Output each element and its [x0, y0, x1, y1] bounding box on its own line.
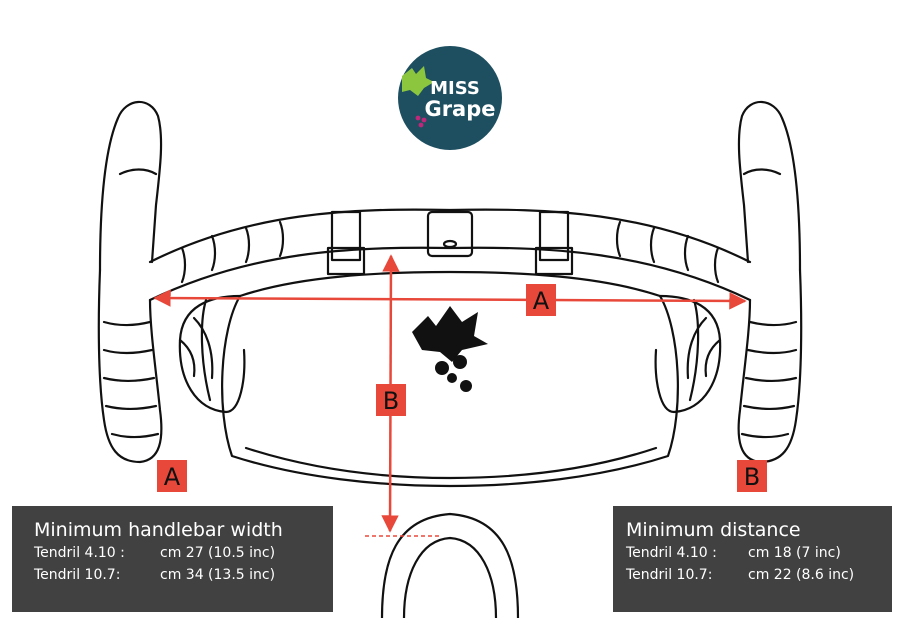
- grape-dot-icon: [421, 117, 427, 123]
- spec-value: cm 27 (10.5 inc): [160, 545, 276, 561]
- leaf-icon: [402, 66, 434, 96]
- tag-a-arrow: A: [526, 284, 556, 316]
- spec-value: cm 22 (8.6 inc): [748, 567, 855, 583]
- minimum-distance-callout: Minimum distance Tendril 4.10 : cm 18 (7 …: [613, 506, 892, 612]
- logo-text-line1: MISS: [430, 78, 480, 99]
- tag-a-bottom: A: [157, 460, 187, 492]
- grape-leaf-emblem: [412, 306, 488, 392]
- missgrape-logo: MISS Grape: [398, 46, 502, 150]
- grape-dot-icon: [418, 122, 424, 128]
- spec-row: Tendril 10.7: cm 34 (13.5 inc): [34, 564, 333, 586]
- spec-row: Tendril 4.10 : cm 27 (10.5 inc): [34, 542, 333, 564]
- spec-value: cm 18 (7 inc): [748, 545, 841, 561]
- spec-model: Tendril 4.10 :: [34, 545, 125, 561]
- handlebar-illustration: [97, 100, 803, 618]
- tag-a-arrow-label: A: [533, 287, 550, 315]
- spec-model: Tendril 4.10 :: [626, 545, 717, 561]
- spec-row: Tendril 4.10 : cm 18 (7 inc): [626, 542, 892, 564]
- callout-heading: Minimum handlebar width: [34, 519, 283, 541]
- grape-dot-icon: [415, 115, 421, 121]
- callout-heading: Minimum distance: [626, 519, 801, 541]
- tag-b-arrow: B: [376, 384, 406, 416]
- handlebar-width-callout: Minimum handlebar width Tendril 4.10 : cm…: [12, 506, 333, 612]
- tag-b-bottom-label: B: [744, 463, 760, 491]
- spec-model: Tendril 10.7:: [626, 567, 713, 583]
- tag-a-bottom-label: A: [164, 463, 181, 491]
- tag-b-bottom: B: [737, 460, 767, 492]
- spec-row: Tendril 10.7: cm 22 (8.6 inc): [626, 564, 892, 586]
- spec-value: cm 34 (13.5 inc): [160, 567, 276, 583]
- dimension-a-arrow: [153, 289, 747, 310]
- logo-text-line2: Grape: [424, 97, 495, 121]
- tag-b-arrow-label: B: [383, 387, 399, 415]
- spec-model: Tendril 10.7:: [34, 567, 121, 583]
